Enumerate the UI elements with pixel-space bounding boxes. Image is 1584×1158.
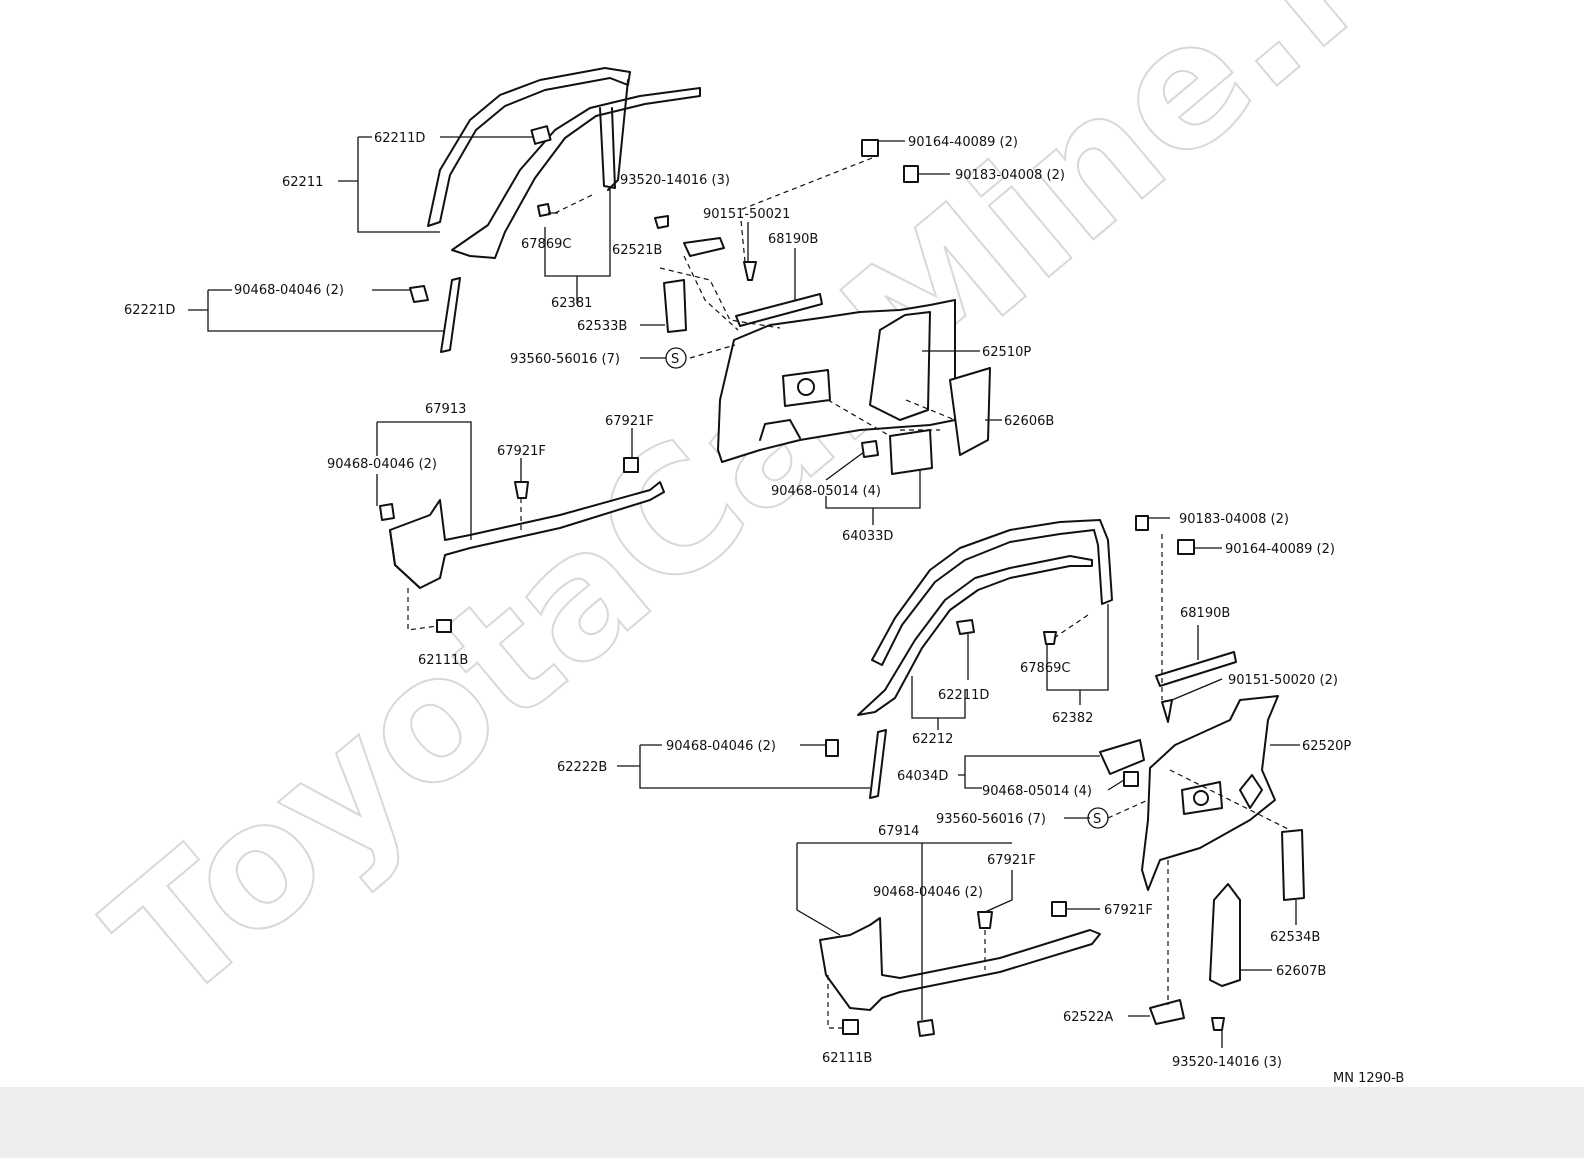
clip-67921F-a [514,481,529,499]
label-90468-04046-a: 90468-04046 (2) [234,283,344,298]
speaker-grille-64033D [889,429,933,475]
quarter-trim-panel-62510P [717,299,956,463]
label-90468-05014-lower: 90468-05014 (4) [982,784,1092,799]
clip-90468-05014-b [1123,771,1139,787]
label-67913: 67913 [425,402,466,417]
label-93560-upper: 93560-56016 (7) [510,352,620,367]
clip-62211D-top [530,125,552,145]
label-90151-upper: 90151-50021 [703,207,790,222]
label-62521B: 62521B [612,243,662,258]
screw-93520-a [654,215,669,229]
plate-68190B-a [735,293,823,327]
dashed-guides [407,157,1291,1029]
label-62533B: 62533B [577,319,627,334]
clip-62111B-a [436,619,452,633]
clip-67921F-d [1051,901,1067,917]
leader-lines [188,136,1300,1048]
bracket-62534B [1281,829,1305,901]
label-90468-05014-upper: 90468-05014 (4) [771,484,881,499]
bracket-62521B [683,237,725,257]
label-93560-lower: 93560-56016 (7) [936,812,1046,827]
quarter-trim-panel-62520P [1141,695,1279,891]
nut-90183-b [1135,515,1149,531]
label-67869C-upper: 67869C [521,237,571,252]
clip-62111B-b [842,1019,859,1035]
scuff-plate-67914 [819,917,1101,1011]
clip-67921F-c [977,911,993,929]
clip-90468-d [917,1019,935,1037]
label-62222B: 62222B [557,760,607,775]
label-62211D-lower: 62211D [938,688,989,703]
label-62382: 62382 [1052,711,1093,726]
label-90468-04046-b: 90468-04046 (2) [327,457,437,472]
door-opening-trim-front-upper [427,67,701,259]
label-90183-upper: 90183-04008 (2) [955,168,1065,183]
label-67921F-upper-a: 67921F [605,414,654,429]
label-62607B: 62607B [1276,964,1326,979]
label-68190B-upper: 68190B [768,232,818,247]
label-62381: 62381 [551,296,592,311]
clip-90468-a [409,285,429,303]
s-symbol-upper: S [671,352,679,367]
clip-62211D-b [956,619,975,635]
clip-67921F-b [623,457,639,473]
pillar-garnish-62222B [869,729,887,799]
callout-labels: 62211D 62211 93520-14016 (3) 67869C 6238… [124,131,1404,1086]
label-67869C-lower: 67869C [1020,661,1070,676]
label-62522A: 62522A [1063,1010,1113,1025]
screw-90164-a [861,139,879,157]
label-93520-lower: 93520-14016 (3) [1172,1055,1282,1070]
nut-90183-a [903,165,919,183]
label-67914: 67914 [878,824,919,839]
label-90468-04046-c: 90468-04046 (2) [666,739,776,754]
label-67921F-upper-b: 67921F [497,444,546,459]
label-90151-lower: 90151-50020 (2) [1228,673,1338,688]
plate-68190B-b [1155,651,1237,687]
pillar-garnish-62221D [440,277,461,353]
label-93520-upper: 93520-14016 (3) [620,173,730,188]
label-64034D: 64034D [897,769,948,784]
diagram-code: MN 1290-B [1333,1071,1404,1086]
label-90468-04046-d: 90468-04046 (2) [873,885,983,900]
speaker-grille-64034D [1099,739,1145,775]
screw-90151-b [1161,699,1173,723]
label-64033D: 64033D [842,529,893,544]
clip-67869C-b [1043,631,1057,645]
label-62211D-upper: 62211D [374,131,425,146]
door-opening-trim-rear-upper [857,519,1113,716]
clip-90468-05014-a [861,440,879,458]
screw-90151-a [743,261,757,281]
cover-62606B [949,367,991,456]
label-90183-lower: 90183-04008 (2) [1179,512,1289,527]
clip-90468-c [825,739,839,757]
label-62510P: 62510P [982,345,1031,360]
label-62520P: 62520P [1302,739,1351,754]
label-62111B-lower: 62111B [822,1051,872,1066]
label-67921F-lower-b: 67921F [1104,903,1153,918]
s-symbol-lower: S [1093,812,1101,827]
label-90164-upper: 90164-40089 (2) [908,135,1018,150]
label-68190B-lower: 68190B [1180,606,1230,621]
label-62221D: 62221D [124,303,175,318]
screw-90164-b [1177,539,1195,555]
label-67921F-lower-a: 67921F [987,853,1036,868]
screw-93520-b [1211,1017,1225,1031]
clip-90468-b [379,503,395,521]
cover-62607B [1209,883,1241,987]
scuff-plate-67913 [389,481,665,589]
bracket-62522A [1149,999,1185,1025]
label-62534B: 62534B [1270,930,1320,945]
bracket-62533B [663,279,687,333]
label-62606B: 62606B [1004,414,1054,429]
footer-bar [0,1087,1584,1158]
label-62111B-upper: 62111B [418,653,468,668]
clip-67869C-a [537,203,551,217]
label-62211: 62211 [282,175,323,190]
label-62212: 62212 [912,732,953,747]
label-90164-lower: 90164-40089 (2) [1225,542,1335,557]
